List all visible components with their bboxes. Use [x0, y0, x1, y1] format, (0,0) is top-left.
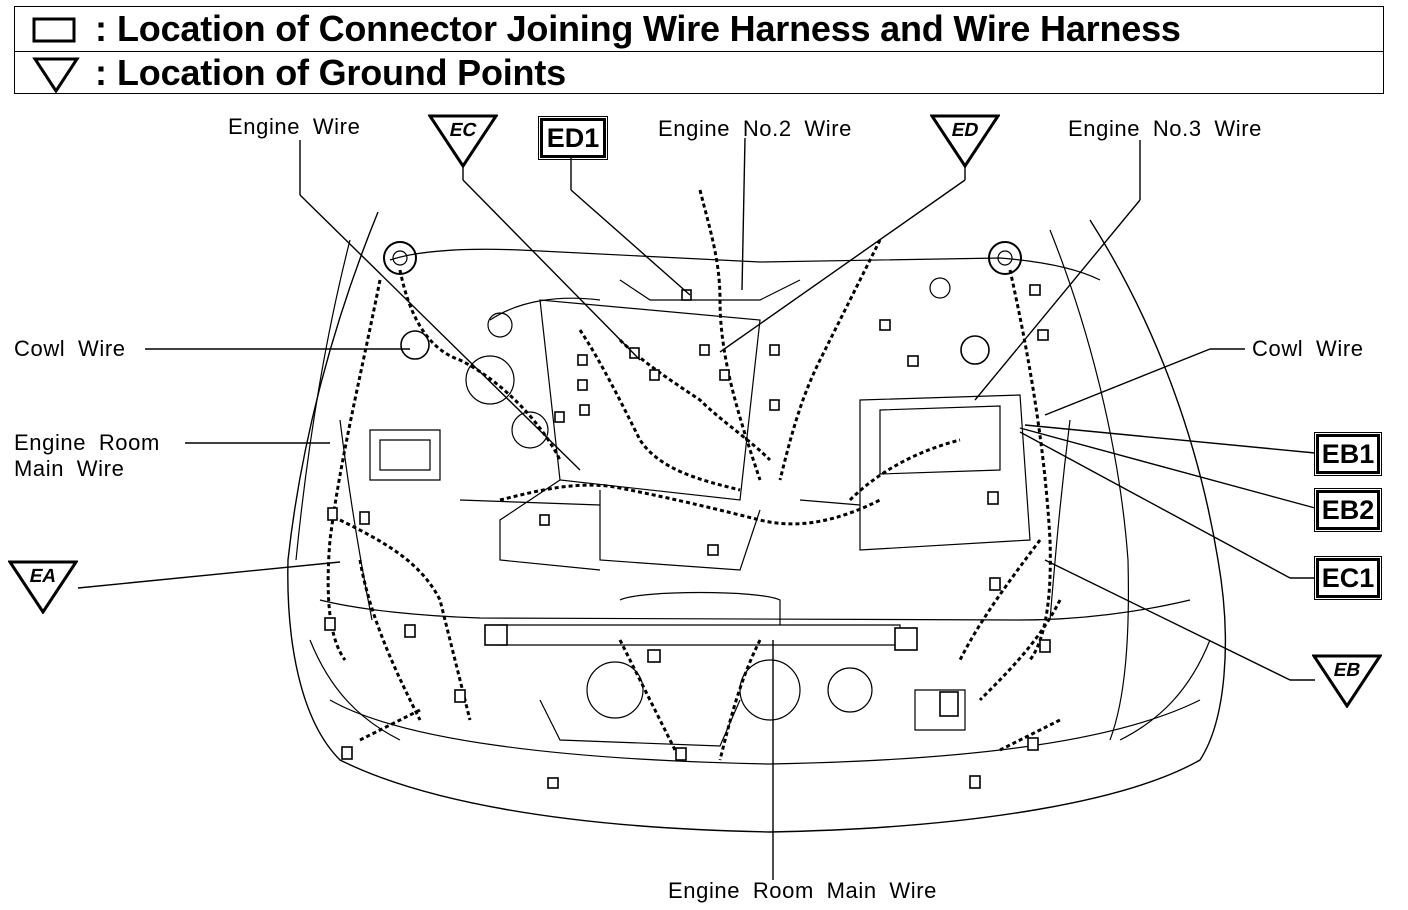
triangle-icon	[31, 51, 91, 100]
label-engine-room-main-wire-left-line2: Main Wire	[14, 456, 125, 481]
legend-row-connector: : Location of Connector Joining Wire Har…	[15, 7, 1383, 52]
label-engine-wire: Engine Wire	[228, 114, 361, 139]
label-cowl-wire-left: Cowl Wire	[14, 336, 126, 361]
ground-point-ea: EA	[8, 560, 78, 614]
ground-point-eb-label: EB	[1331, 660, 1363, 681]
label-engine-no3-wire: Engine No.3 Wire	[1068, 116, 1263, 141]
ground-point-ec-label: EC	[447, 120, 479, 141]
label-engine-no2-wire: Engine No.2 Wire	[658, 116, 853, 141]
connector-ec1: EC1	[1314, 556, 1382, 600]
legend-colon: :	[95, 8, 107, 49]
legend-box: : Location of Connector Joining Wire Har…	[14, 6, 1384, 94]
legend-ground-text: Location of Ground Points	[117, 52, 566, 93]
ground-point-ec: EC	[428, 114, 498, 168]
connector-eb1: EB1	[1314, 432, 1382, 476]
legend-colon: :	[95, 52, 107, 93]
connector-eb2: EB2	[1314, 488, 1382, 532]
label-cowl-wire-right: Cowl Wire	[1252, 336, 1364, 361]
ground-point-ea-label: EA	[27, 566, 59, 587]
ground-point-ed: ED	[930, 114, 1000, 168]
ground-point-ed-label: ED	[949, 120, 981, 141]
triangle-icon	[930, 114, 1000, 168]
legend-connector-text: Location of Connector Joining Wire Harne…	[117, 8, 1181, 49]
triangle-icon	[428, 114, 498, 168]
triangle-icon	[8, 560, 78, 614]
connector-ed1: ED1	[538, 116, 608, 160]
ground-point-eb: EB	[1312, 654, 1382, 708]
label-engine-room-main-wire-left-line1: Engine Room	[14, 430, 160, 455]
triangle-icon	[1312, 654, 1382, 708]
rectangle-icon	[31, 7, 91, 56]
label-engine-room-main-wire-bottom: Engine Room Main Wire	[668, 878, 938, 903]
legend-row-ground: : Location of Ground Points	[15, 51, 1383, 95]
